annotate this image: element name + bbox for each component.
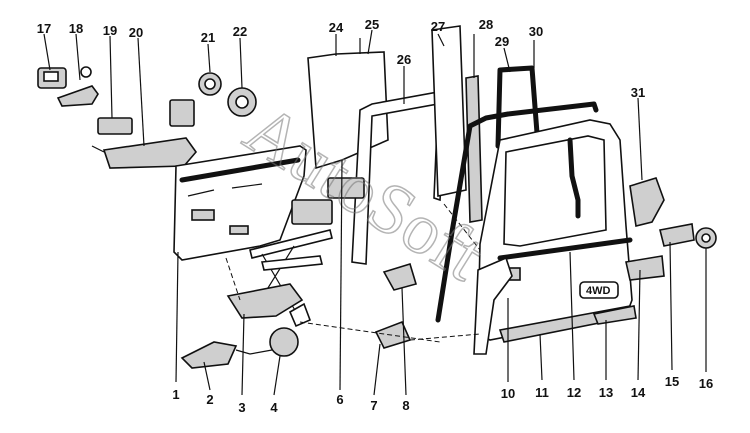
callout-4: 4 [270, 400, 278, 415]
part-21-speaker [198, 72, 222, 96]
part-4-motor [269, 302, 312, 357]
callout-28: 28 [479, 17, 493, 32]
4wd-badge: 4WD [579, 281, 619, 299]
part-3-regulator-base [226, 283, 304, 319]
callout-18: 18 [69, 21, 83, 36]
part-27-quarter-glass [431, 25, 467, 197]
callout-13: 13 [599, 385, 613, 400]
part-22-speaker-grille [227, 87, 257, 117]
part-16-lock-cylinder [695, 227, 717, 249]
part-7-hinge-lower [374, 320, 412, 349]
callout-10: 10 [501, 386, 515, 401]
part-15-lock-rod [659, 223, 695, 247]
assembly-guides [225, 203, 481, 343]
part-26-window-frame [351, 91, 447, 265]
callout-1: 1 [172, 387, 179, 402]
callout-27: 27 [431, 19, 445, 34]
part-8-hinge-upper [382, 262, 418, 291]
part-trim-bracket [291, 177, 365, 225]
callout-17: 17 [37, 21, 51, 36]
part-6-window-regulator [249, 229, 333, 313]
part-1-door-trim-panel [173, 145, 307, 261]
callout-16: 16 [699, 376, 713, 391]
callout-2: 2 [206, 392, 213, 407]
callout-31: 31 [631, 85, 645, 100]
part-29-weatherstrip [435, 101, 599, 323]
badge-text: 4WD [586, 285, 611, 297]
part-30-seal [495, 65, 541, 149]
part-20-armrest [91, 137, 198, 169]
part-17-bracket [37, 67, 67, 89]
callout-7: 7 [370, 398, 377, 413]
callout-26: 26 [397, 52, 411, 67]
callout-30: 30 [529, 24, 543, 39]
callout-29: 29 [495, 34, 509, 49]
part-lock-actuator [169, 99, 195, 127]
callout-numbers: 17 18 19 20 21 22 24 25 26 27 28 29 30 3… [37, 17, 713, 415]
part-18-inner-handle [56, 66, 99, 107]
callout-19: 19 [103, 23, 117, 38]
callout-24: 24 [329, 20, 344, 35]
callout-21: 21 [201, 30, 215, 45]
callout-20: 20 [129, 25, 143, 40]
callout-12: 12 [567, 385, 581, 400]
callout-3: 3 [238, 400, 245, 415]
callout-6: 6 [336, 392, 343, 407]
callout-25: 25 [365, 17, 379, 32]
part-19-switch [97, 117, 133, 135]
callout-15: 15 [665, 374, 679, 389]
door-shell: 4WD [477, 119, 633, 341]
leader-lines [43, 29, 707, 396]
part-31-door-latch [629, 177, 665, 227]
part-13-side-moulding [592, 305, 637, 325]
part-2-handle-bracket [180, 341, 273, 369]
callout-14: 14 [631, 385, 646, 400]
callout-11: 11 [535, 385, 549, 400]
callout-22: 22 [233, 24, 247, 39]
part-10-hinge-pillar [473, 256, 513, 355]
callout-8: 8 [402, 398, 409, 413]
part-14-outside-handle [625, 255, 665, 281]
